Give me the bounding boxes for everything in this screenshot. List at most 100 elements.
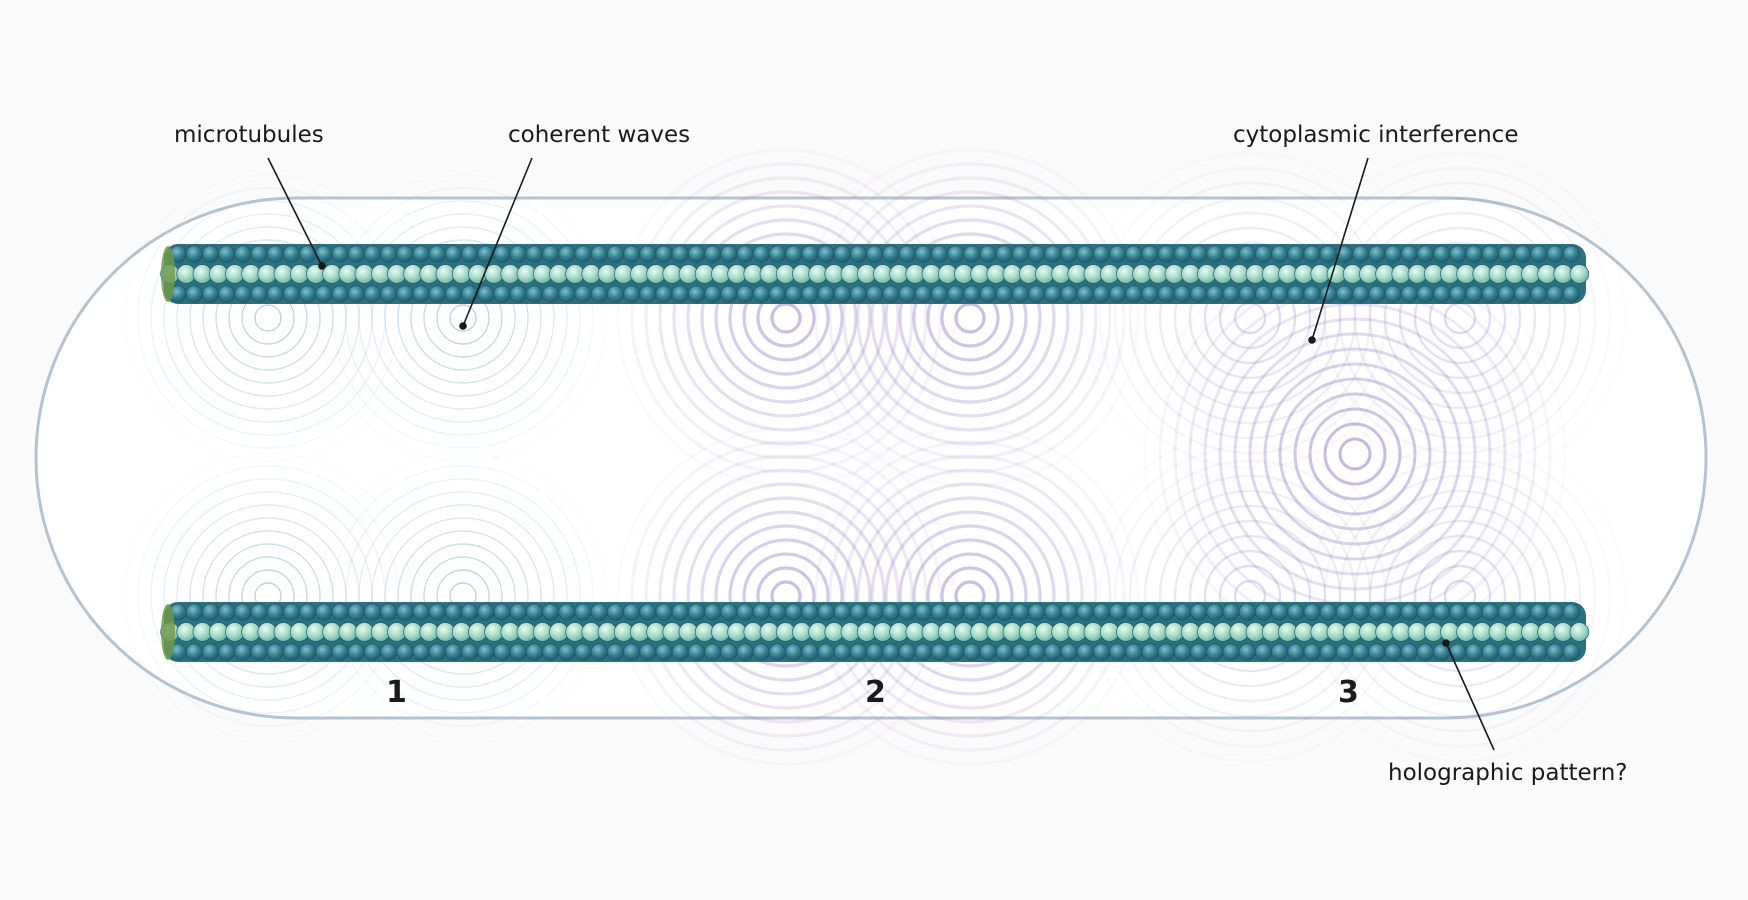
tubulin-bead (266, 603, 284, 621)
tubulin-bead (299, 285, 317, 303)
tubulin-bead (574, 603, 592, 621)
tubulin-bead (606, 285, 624, 303)
stage-number-1: 1 (386, 675, 407, 710)
tubulin-bead (1530, 245, 1548, 263)
tubulin-bead (947, 245, 965, 263)
tubulin-bead (1465, 603, 1483, 621)
tubulin-bead (1433, 245, 1451, 263)
tubulin-bead (914, 245, 932, 263)
tubulin-bead (1498, 285, 1516, 303)
tubulin-bead (542, 643, 560, 661)
tubulin-bead (1287, 643, 1305, 661)
tubulin-bead (671, 643, 689, 661)
tubulin-bead (347, 245, 365, 263)
wave-ring (189, 517, 347, 675)
interference-region-2 (616, 148, 1140, 766)
tubulin-bead (898, 245, 916, 263)
tubulin-bead (1157, 245, 1175, 263)
tubulin-bead (1433, 285, 1451, 303)
tubulin-bead (817, 603, 835, 621)
tubulin-bead (525, 285, 543, 303)
tubulin-bead (1174, 643, 1192, 661)
tubulin-bead (1076, 603, 1094, 621)
tubulin-bead (768, 285, 786, 303)
wave-ring (1323, 181, 1597, 455)
tubulin-bead (1044, 643, 1062, 661)
tubulin-bead (995, 603, 1013, 621)
tubulin-bead (817, 643, 835, 661)
tubulin-bead (1255, 643, 1273, 661)
tubulin-bead (882, 245, 900, 263)
tubulin-bead (444, 245, 462, 263)
wave-ring (842, 468, 1098, 724)
tubulin-bead (801, 643, 819, 661)
tubulin-bead (833, 603, 851, 621)
tubulin-bead (477, 643, 495, 661)
tubulin-bead (1093, 285, 1111, 303)
wave-ring (658, 468, 914, 724)
tubulin-bead (461, 603, 479, 621)
tubulin-bead (1093, 603, 1111, 621)
tubulin-bead (1514, 603, 1532, 621)
tubulin-bead (542, 245, 560, 263)
wave-ring (672, 482, 900, 710)
tubulin-bead (768, 603, 786, 621)
tubulin-bead (671, 603, 689, 621)
wave-ring (1113, 181, 1387, 455)
tubulin-bead (202, 245, 220, 263)
tubulin-bead (444, 285, 462, 303)
tubulin-bead (623, 643, 641, 661)
wave-ring (1278, 377, 1432, 531)
tubulin-bead (542, 603, 560, 621)
wave-ring (1098, 166, 1402, 470)
tubulin-bead (1076, 285, 1094, 303)
tubulin-bead (477, 245, 495, 263)
tubulin-bead (396, 643, 414, 661)
tubulin-bead (1417, 643, 1435, 661)
tubulin-bead (1514, 285, 1532, 303)
tubulin-bead (655, 245, 673, 263)
tubulin-bead (1336, 285, 1354, 303)
tubulin-bead (525, 245, 543, 263)
wave-ring (176, 504, 360, 688)
tubulin-bead (299, 603, 317, 621)
tubulin-bead (1368, 643, 1386, 661)
wave-ring (1098, 444, 1402, 748)
tubulin-bead (1206, 643, 1224, 661)
tubulin-bead (768, 245, 786, 263)
tubulin-bead (1174, 245, 1192, 263)
wave-ring (800, 148, 1140, 488)
tubulin-bead (347, 643, 365, 661)
tubulin-bead (736, 643, 754, 661)
tubulin-bead (250, 643, 268, 661)
tubulin-bead (477, 285, 495, 303)
tubulin-bead (671, 245, 689, 263)
wave-ring (630, 440, 942, 752)
tubulin-bead (202, 603, 220, 621)
tubulin-bead (1255, 285, 1273, 303)
wave-ring (714, 524, 858, 668)
tubulin-bead (1400, 285, 1418, 303)
tubulin-bead (930, 643, 948, 661)
tubulin-bead (380, 245, 398, 263)
tubulin-bead (1384, 643, 1402, 661)
tubulin-bead (282, 245, 300, 263)
tubulin-bead (509, 643, 527, 661)
tubulin-bead (1238, 603, 1256, 621)
tubulin-bead (1368, 285, 1386, 303)
tubulin-bead (1417, 285, 1435, 303)
tubulin-bead (218, 603, 236, 621)
wave-ring (384, 239, 542, 397)
wave-ring (1293, 392, 1417, 516)
tubulin-bead (1109, 285, 1127, 303)
wave-ring (1158, 504, 1342, 688)
tubulin-bead (1044, 245, 1062, 263)
tubulin-bead (1336, 643, 1354, 661)
wave-ring (137, 187, 399, 449)
tubulin-bead (1190, 603, 1208, 621)
tubulin-bead (979, 285, 997, 303)
tubulin-bead (1384, 285, 1402, 303)
tubulin-bead (736, 603, 754, 621)
tubulin-bead (558, 603, 576, 621)
wave-ring (189, 239, 347, 397)
